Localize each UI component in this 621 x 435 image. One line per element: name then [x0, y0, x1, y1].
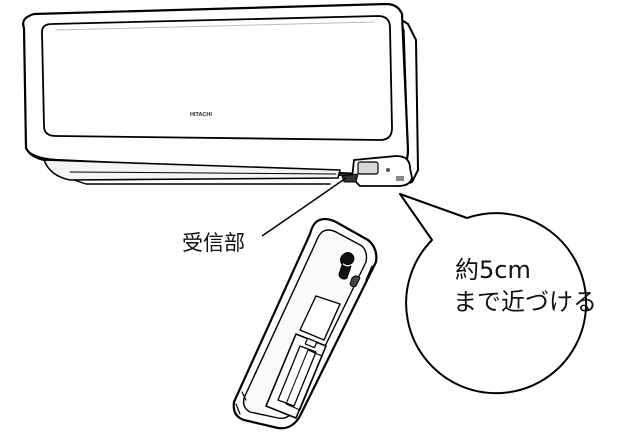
receiver-label: 受信部 — [182, 231, 245, 255]
brand-logo: HITACHI — [190, 112, 212, 118]
air-conditioner-unit — [22, 2, 419, 187]
receiver-leader-line — [261, 177, 347, 237]
remote-right-edge — [365, 265, 373, 281]
remote-hanger-keyhole — [338, 252, 355, 280]
receiver-slot — [341, 173, 359, 183]
ac-front-panel — [41, 15, 393, 141]
remote-side-edge — [235, 391, 247, 415]
receiver-window — [357, 161, 379, 175]
distance-callout-line2: まで近づける — [453, 288, 597, 316]
ac-panel-highlight — [55, 21, 375, 31]
distance-callout-bubble — [399, 193, 588, 395]
remote-label-recess — [299, 295, 341, 341]
ac-louver-edge — [73, 179, 331, 185]
battery-terminal — [304, 337, 318, 349]
ac-louver — [43, 159, 341, 181]
indicator-rect — [396, 176, 404, 181]
indicator-dot — [386, 168, 390, 172]
ac-louver-line — [69, 171, 337, 175]
distance-callout-line1: 約5cm — [455, 256, 531, 284]
remote-latch — [349, 275, 361, 288]
remote-control — [232, 217, 378, 430]
battery-cell-2 — [285, 349, 323, 411]
